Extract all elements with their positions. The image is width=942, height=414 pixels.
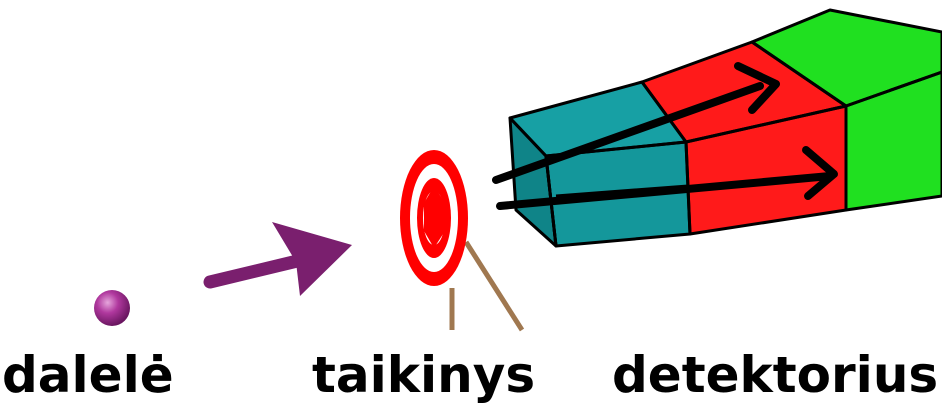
particle-tracks [492,62,838,210]
track-upper-arrowhead [734,62,780,114]
incoming-arrow-icon [203,222,352,296]
track-lower [496,172,834,210]
detector-block-icon [508,8,942,248]
detector-back-top [752,10,942,106]
target-stand [449,240,525,332]
bullseye-target-icon [400,150,468,286]
track-upper [492,82,764,184]
particle-sphere-icon [94,290,130,326]
detector-middle-face [686,106,846,234]
detector-back-face [846,72,942,210]
track-lower-arrowhead [802,146,838,200]
detector-label: detektorius [612,346,939,404]
target-label: taikinys [312,346,536,404]
particle-label: dalelė [2,346,174,404]
detector-front-top [510,82,686,156]
